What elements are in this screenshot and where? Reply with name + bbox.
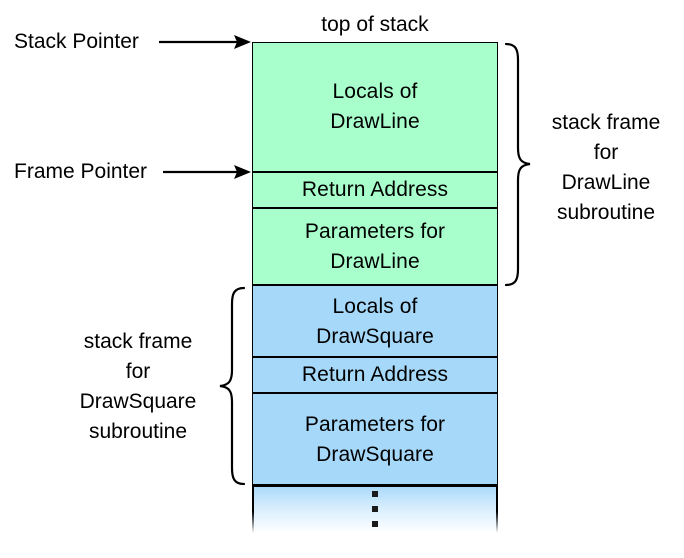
stack-cell-more-stack-below bbox=[252, 485, 498, 533]
cell-text-line: Return Address bbox=[301, 363, 449, 386]
stack-cell-parameters-for-drawline: Parameters for DrawLine bbox=[252, 208, 498, 285]
stack-cell-locals-of-drawsquare: Locals of DrawSquare bbox=[252, 285, 498, 357]
stack-cell-locals-of-drawline: Locals of DrawLine bbox=[252, 42, 498, 172]
drawsquare-frame-brace bbox=[219, 286, 246, 486]
frame-label-line: DrawSquare bbox=[79, 390, 197, 413]
frame-label-line: subroutine bbox=[88, 420, 188, 443]
stack-pointer-arrow bbox=[159, 35, 251, 49]
cell-text-line: Parameters for bbox=[304, 413, 446, 436]
frame-label-line: stack frame bbox=[551, 111, 661, 134]
frame-pointer-arrow bbox=[163, 165, 251, 179]
drawline-frame-label: stack frame for DrawLine subroutine bbox=[533, 108, 679, 228]
cell-text-line: Parameters for bbox=[304, 220, 446, 243]
cell-text-line: DrawSquare bbox=[316, 325, 434, 348]
drawline-frame-brace bbox=[504, 42, 531, 287]
frame-pointer-label: Frame Pointer bbox=[14, 160, 148, 183]
stack-cell-return-address-drawline: Return Address bbox=[252, 172, 498, 208]
cell-divider bbox=[252, 485, 498, 487]
stack-cell-return-address-drawsquare: Return Address bbox=[252, 357, 498, 393]
cell-text-line: Locals of bbox=[332, 80, 418, 103]
stack-cell-parameters-for-drawsquare: Parameters for DrawSquare bbox=[252, 393, 498, 485]
frame-label-line: for bbox=[125, 360, 151, 383]
vertical-ellipsis-icon bbox=[252, 491, 498, 527]
cell-text-line: DrawLine bbox=[330, 250, 420, 273]
top-of-stack-label: top of stack bbox=[321, 13, 429, 36]
frame-label-line: stack frame bbox=[83, 330, 193, 353]
call-stack-box: Locals of DrawLine Return Address Parame… bbox=[252, 42, 498, 533]
frame-label-line: DrawLine bbox=[561, 171, 651, 194]
stack-pointer-label: Stack Pointer bbox=[14, 30, 139, 53]
frame-label-line: for bbox=[593, 141, 619, 164]
cell-text-line: DrawLine bbox=[330, 110, 420, 133]
drawsquare-frame-label: stack frame for DrawSquare subroutine bbox=[62, 327, 214, 447]
cell-text-line: Locals of bbox=[332, 295, 418, 318]
box-edge-left-fade bbox=[252, 485, 254, 533]
cell-text-line: Return Address bbox=[301, 178, 449, 201]
cell-text-line: DrawSquare bbox=[316, 443, 434, 466]
box-edge-right-fade bbox=[496, 485, 498, 533]
frame-label-line: subroutine bbox=[556, 201, 656, 224]
